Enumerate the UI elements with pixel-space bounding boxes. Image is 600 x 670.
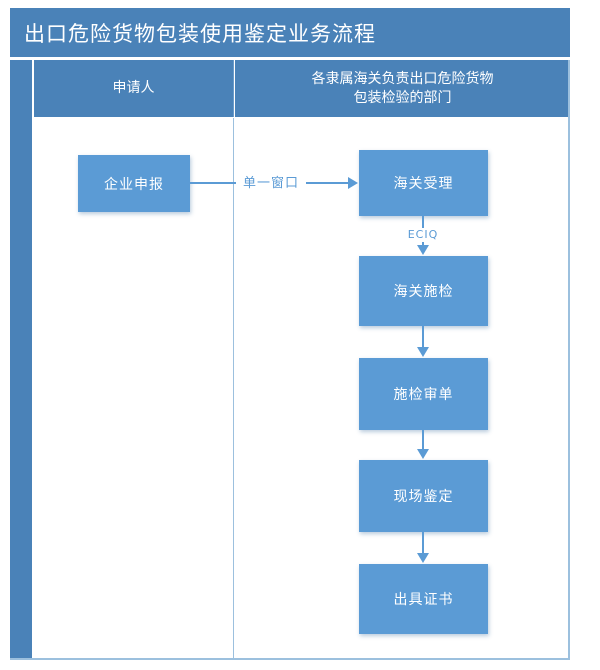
- connector-accept-to-inspect-segment-bottom: [422, 242, 424, 246]
- lane-header-applicant: 申请人: [34, 60, 234, 117]
- diagram-title-bar: 出口危险货物包装使用鉴定业务流程: [10, 8, 570, 57]
- connector-onsite-to-issue: [422, 532, 424, 554]
- node-customs-inspection[interactable]: 海关施检: [359, 256, 488, 326]
- edge-label-eciq: ECIQ: [392, 228, 454, 241]
- arrowhead-down-icon-accept-to-inspect: [417, 245, 429, 255]
- connector-inspect-to-review: [422, 326, 424, 348]
- arrowhead-down-icon-inspect-to-review: [417, 347, 429, 357]
- lane-header-customs-department-label: 各隶属海关负责出口危险货物 包装检验的部门: [311, 70, 494, 106]
- left-accent-strip: [10, 60, 32, 660]
- connector-review-to-onsite: [422, 430, 424, 450]
- lane-header-applicant-label: 申请人: [112, 80, 155, 97]
- diagram-title: 出口危险货物包装使用鉴定业务流程: [24, 21, 376, 46]
- frame-bottom-border: [10, 658, 570, 660]
- connector-apply-to-accept-segment-left: [190, 182, 236, 184]
- lane-header-customs-department: 各隶属海关负责出口危险货物 包装检验的部门: [235, 60, 570, 117]
- arrowhead-right-icon: [348, 177, 358, 189]
- connector-accept-to-inspect-segment-top: [422, 216, 424, 230]
- node-customs-acceptance[interactable]: 海关受理: [359, 150, 488, 216]
- arrowhead-down-icon-onsite-to-issue: [417, 553, 429, 563]
- node-inspection-document-review[interactable]: 施检审单: [359, 358, 488, 430]
- arrowhead-down-icon-review-to-onsite: [417, 449, 429, 459]
- frame-right-border: [568, 60, 570, 660]
- node-enterprise-declaration[interactable]: 企业申报: [78, 155, 190, 212]
- edge-label-single-window: 单一窗口: [236, 172, 306, 191]
- connector-apply-to-accept-segment-right: [306, 182, 348, 184]
- node-issue-certificate[interactable]: 出具证书: [359, 564, 488, 634]
- node-onsite-appraisal[interactable]: 现场鉴定: [359, 460, 488, 532]
